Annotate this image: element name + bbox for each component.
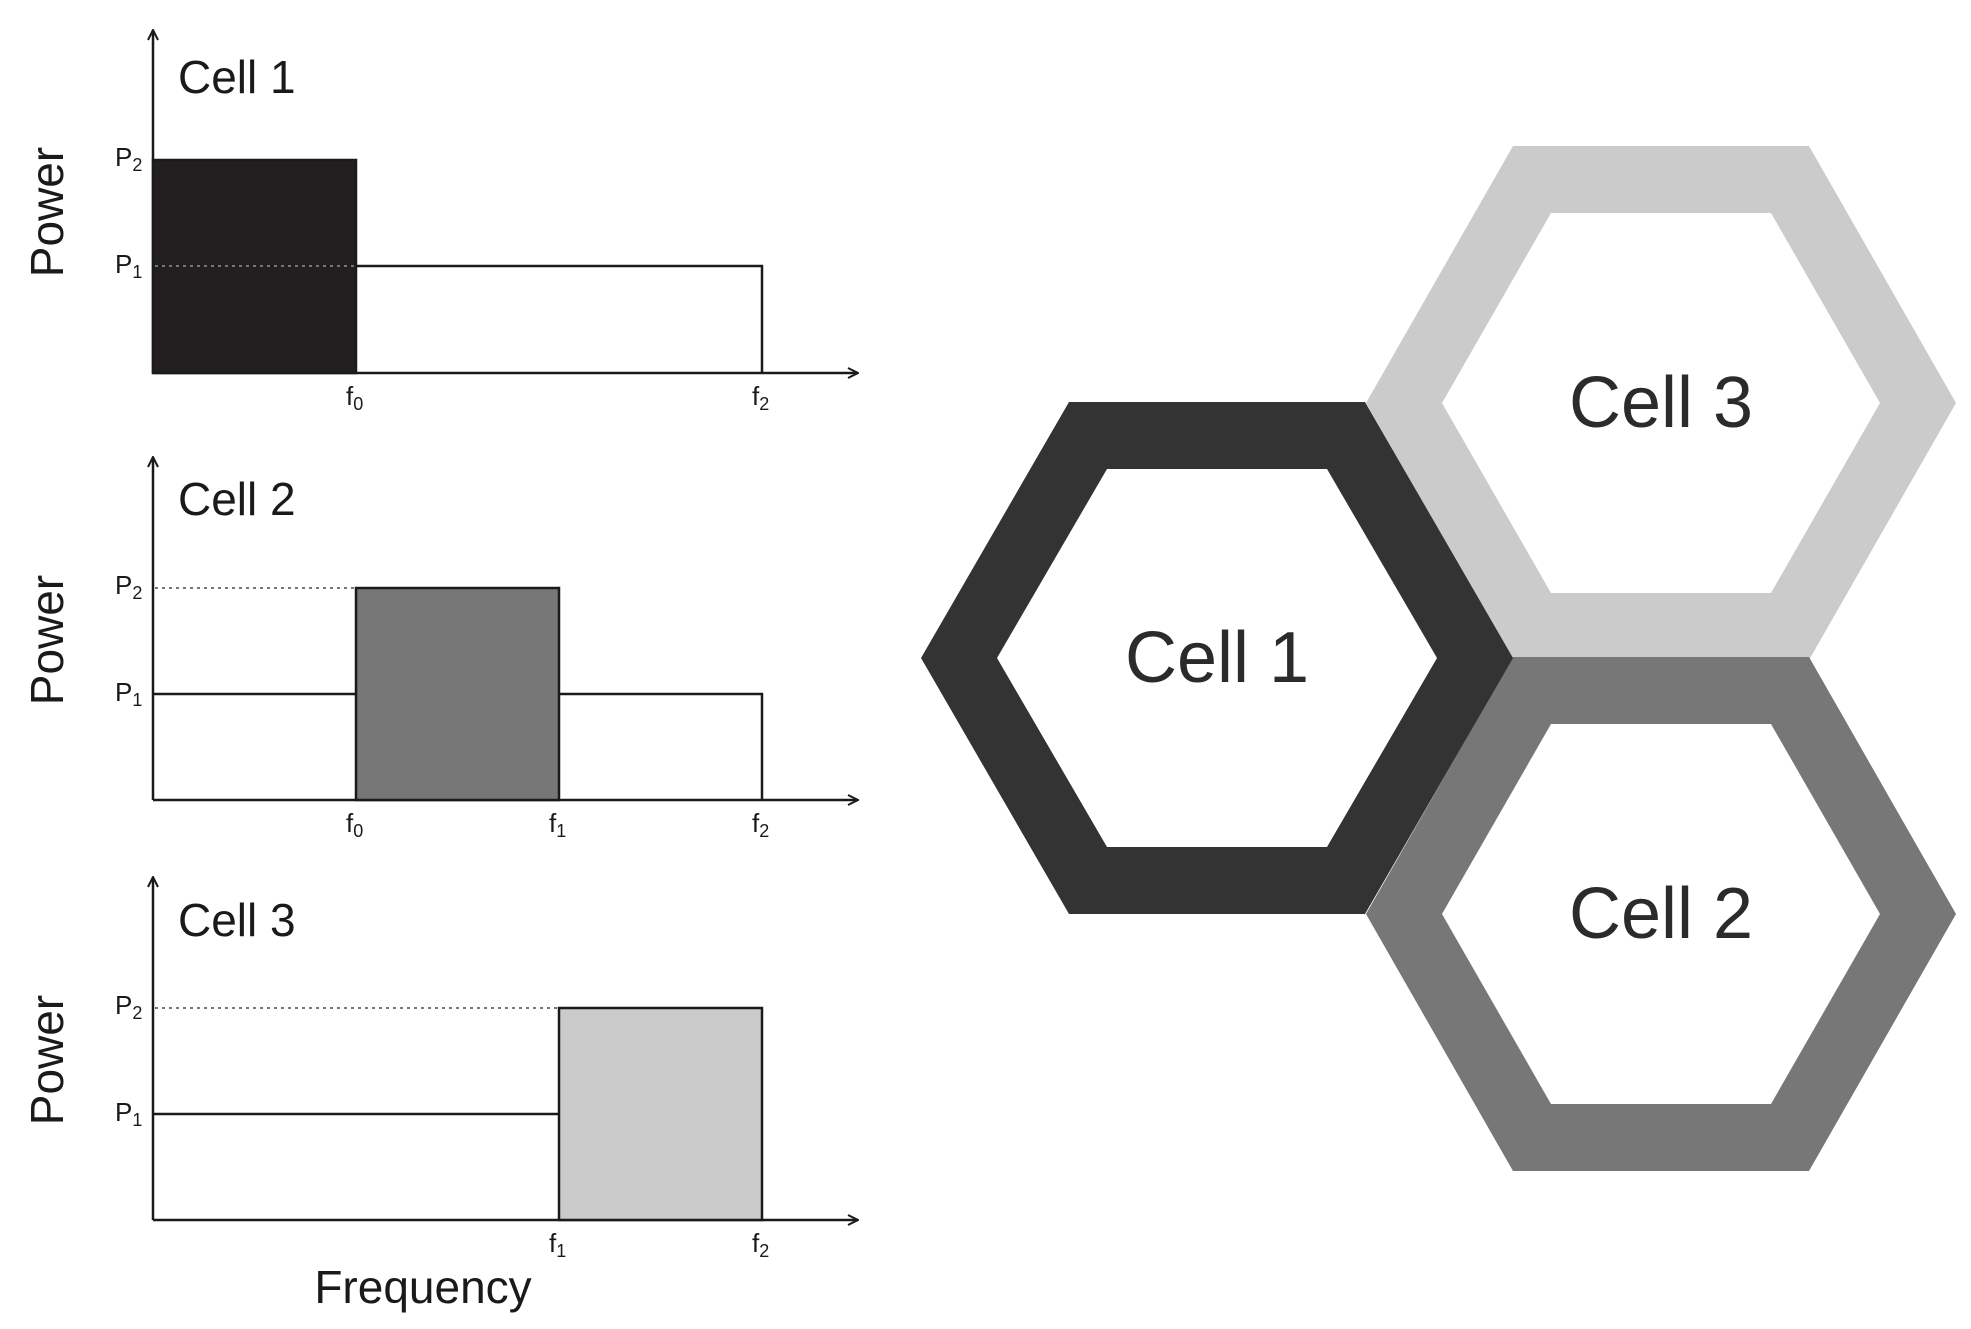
hexagon-label: Cell 3 <box>1569 363 1753 443</box>
hexagon-label: Cell 2 <box>1569 874 1753 954</box>
y-tick-p2: P2 <box>115 570 142 603</box>
power-spectrum-panel-cell-3: Cell 3 Power P2 P1 f1 f2 Frequency <box>21 877 858 1313</box>
power-spectrum-panel-cell-1: Cell 1 Power P2 P1 f0 f2 <box>21 30 858 414</box>
y-tick-p1: P1 <box>115 249 142 282</box>
x-tick-f1: f1 <box>549 1228 566 1261</box>
hexagon-cell-1-icon: Cell 1 <box>921 402 1513 914</box>
panel-title: Cell 2 <box>178 473 296 525</box>
high-power-band <box>557 1006 764 1222</box>
x-tick-f2: f2 <box>752 808 769 841</box>
hexagon-label: Cell 1 <box>1125 618 1309 698</box>
x-axis-label: Frequency <box>314 1261 531 1313</box>
x-tick-f2: f2 <box>752 381 769 414</box>
y-tick-p1: P1 <box>115 1097 142 1130</box>
y-tick-p2: P2 <box>115 990 142 1023</box>
high-power-band <box>354 586 561 802</box>
panel-title: Cell 3 <box>178 894 296 946</box>
power-spectrum-panel-cell-2: Cell 2 Power P2 P1 f0 f1 f2 <box>21 457 858 841</box>
y-tick-p2: P2 <box>115 142 142 175</box>
x-tick-f2: f2 <box>752 1228 769 1261</box>
x-tick-f0: f0 <box>346 808 363 841</box>
panel-title: Cell 1 <box>178 51 296 103</box>
low-power-band <box>356 264 764 373</box>
x-tick-f0: f0 <box>346 381 363 414</box>
y-tick-p1: P1 <box>115 677 142 710</box>
hexagon-cell-3-icon: Cell 3 <box>1366 146 1956 660</box>
x-tick-f1: f1 <box>549 808 566 841</box>
hexagon-cell-2-icon: Cell 2 <box>1366 657 1956 1171</box>
y-axis-label: Power <box>21 575 73 705</box>
low-power-band-right <box>559 692 764 800</box>
y-axis-label: Power <box>21 147 73 277</box>
y-axis-label: Power <box>21 995 73 1125</box>
hexagonal-cell-layout: Cell 3 Cell 2 Cell 1 <box>921 146 1956 1171</box>
